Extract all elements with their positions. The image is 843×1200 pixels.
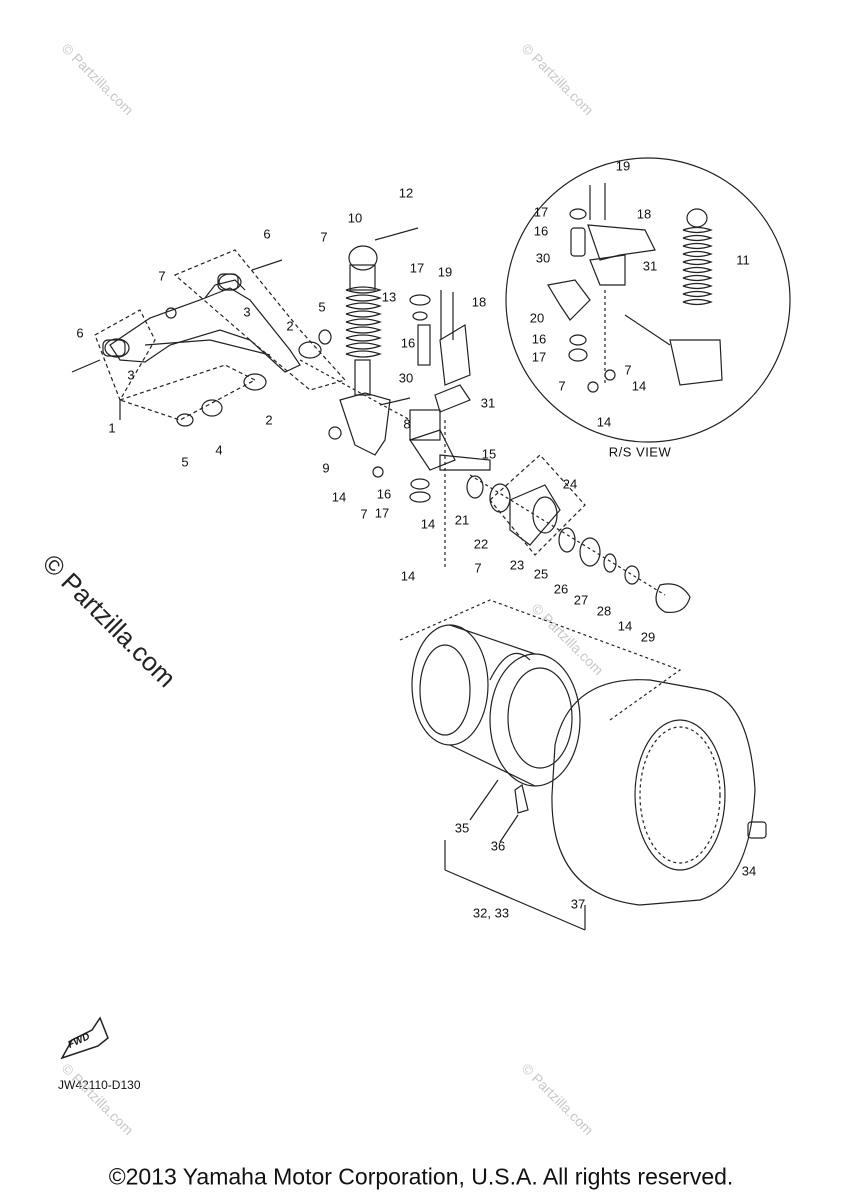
callout-label: 32, 33 <box>472 905 510 921</box>
rs-view-parts <box>547 208 723 393</box>
callout-label: 36 <box>490 838 506 854</box>
shock-absorber <box>345 245 382 396</box>
callout-label: 3 <box>243 304 251 320</box>
callout-label: 7 <box>360 506 368 522</box>
callout-label: 31 <box>642 258 658 274</box>
rim-dashed <box>399 599 682 721</box>
callout-label: 17 <box>533 204 549 220</box>
callout-label: 14 <box>400 568 416 584</box>
callout-label: 4 <box>215 442 223 458</box>
callout-label: 2 <box>265 412 273 428</box>
callout-label: 24 <box>562 476 578 492</box>
tire <box>551 679 756 906</box>
callout-label: 10 <box>347 210 363 226</box>
callout-label: 21 <box>454 512 470 528</box>
fwd-arrow-icon <box>60 1016 109 1060</box>
callout-label: 14 <box>596 414 612 430</box>
hub-assembly <box>466 475 691 614</box>
callout-label: 7 <box>474 560 482 576</box>
callout-label: 6 <box>263 226 271 242</box>
callout-label: 12 <box>398 185 414 201</box>
callout-label: 14 <box>631 378 647 394</box>
callout-label: 19 <box>615 158 631 174</box>
rs-view-circle <box>505 157 791 443</box>
callout-label: 34 <box>741 863 757 879</box>
callout-label: 31 <box>480 395 496 411</box>
callout-label: 37 <box>570 896 586 912</box>
callout-label: 5 <box>181 454 189 470</box>
callout-label: 6 <box>76 325 84 341</box>
rs-view-label: R/S VIEW <box>608 444 672 460</box>
callout-label: 22 <box>473 536 489 552</box>
callout-label: 8 <box>403 416 411 432</box>
callout-label: 20 <box>529 310 545 326</box>
callout-label: 7 <box>558 378 566 394</box>
callout-label: 11 <box>736 252 750 268</box>
callout-label: 14 <box>331 489 347 505</box>
a-arm <box>109 279 301 373</box>
bolts <box>71 183 606 406</box>
callout-label: 13 <box>381 289 397 305</box>
callout-label: 28 <box>596 603 612 619</box>
callout-label: 16 <box>531 331 547 347</box>
callout-label: 16 <box>376 486 392 502</box>
wheel-rim <box>411 624 581 787</box>
callout-label: 2 <box>286 318 294 334</box>
callout-label: 7 <box>158 268 166 284</box>
callout-label: 29 <box>640 629 656 645</box>
callout-label: 17 <box>374 505 390 521</box>
callout-label: 19 <box>437 264 453 280</box>
diagram-code: JW42110-D130 <box>58 1078 141 1092</box>
callout-label: 15 <box>481 446 497 462</box>
callout-label: 5 <box>318 299 326 315</box>
callout-label: 25 <box>533 566 549 582</box>
knuckle-assembly <box>328 294 491 503</box>
callout-label: 17 <box>409 260 425 276</box>
callout-label: 7 <box>624 362 632 378</box>
callout-label: 35 <box>454 820 470 836</box>
callout-label: 16 <box>400 335 416 351</box>
valve <box>514 783 529 814</box>
callout-label: 30 <box>398 370 414 386</box>
callout-label: 18 <box>471 294 487 310</box>
nut-34 <box>747 821 767 839</box>
callout-label: 26 <box>553 581 569 597</box>
copyright-notice: ©2013 Yamaha Motor Corporation, U.S.A. A… <box>108 1163 734 1190</box>
callout-label: 30 <box>535 250 551 266</box>
arm-dashed-box <box>94 249 347 421</box>
bushings <box>102 273 332 427</box>
callout-label: 3 <box>127 367 135 383</box>
callout-label: 14 <box>420 516 436 532</box>
leader-lines <box>119 400 586 931</box>
hub-dashed-box <box>489 454 586 556</box>
callout-label: 23 <box>509 557 525 573</box>
callout-label: 18 <box>636 206 652 222</box>
callout-label: 17 <box>531 349 547 365</box>
callout-label: 16 <box>533 223 549 239</box>
callout-label: 7 <box>320 229 328 245</box>
axle-line <box>299 290 666 596</box>
callout-label: 1 <box>108 420 116 436</box>
callout-label: 14 <box>617 618 633 634</box>
callout-label: 27 <box>573 592 589 608</box>
callout-label: 9 <box>322 460 330 476</box>
